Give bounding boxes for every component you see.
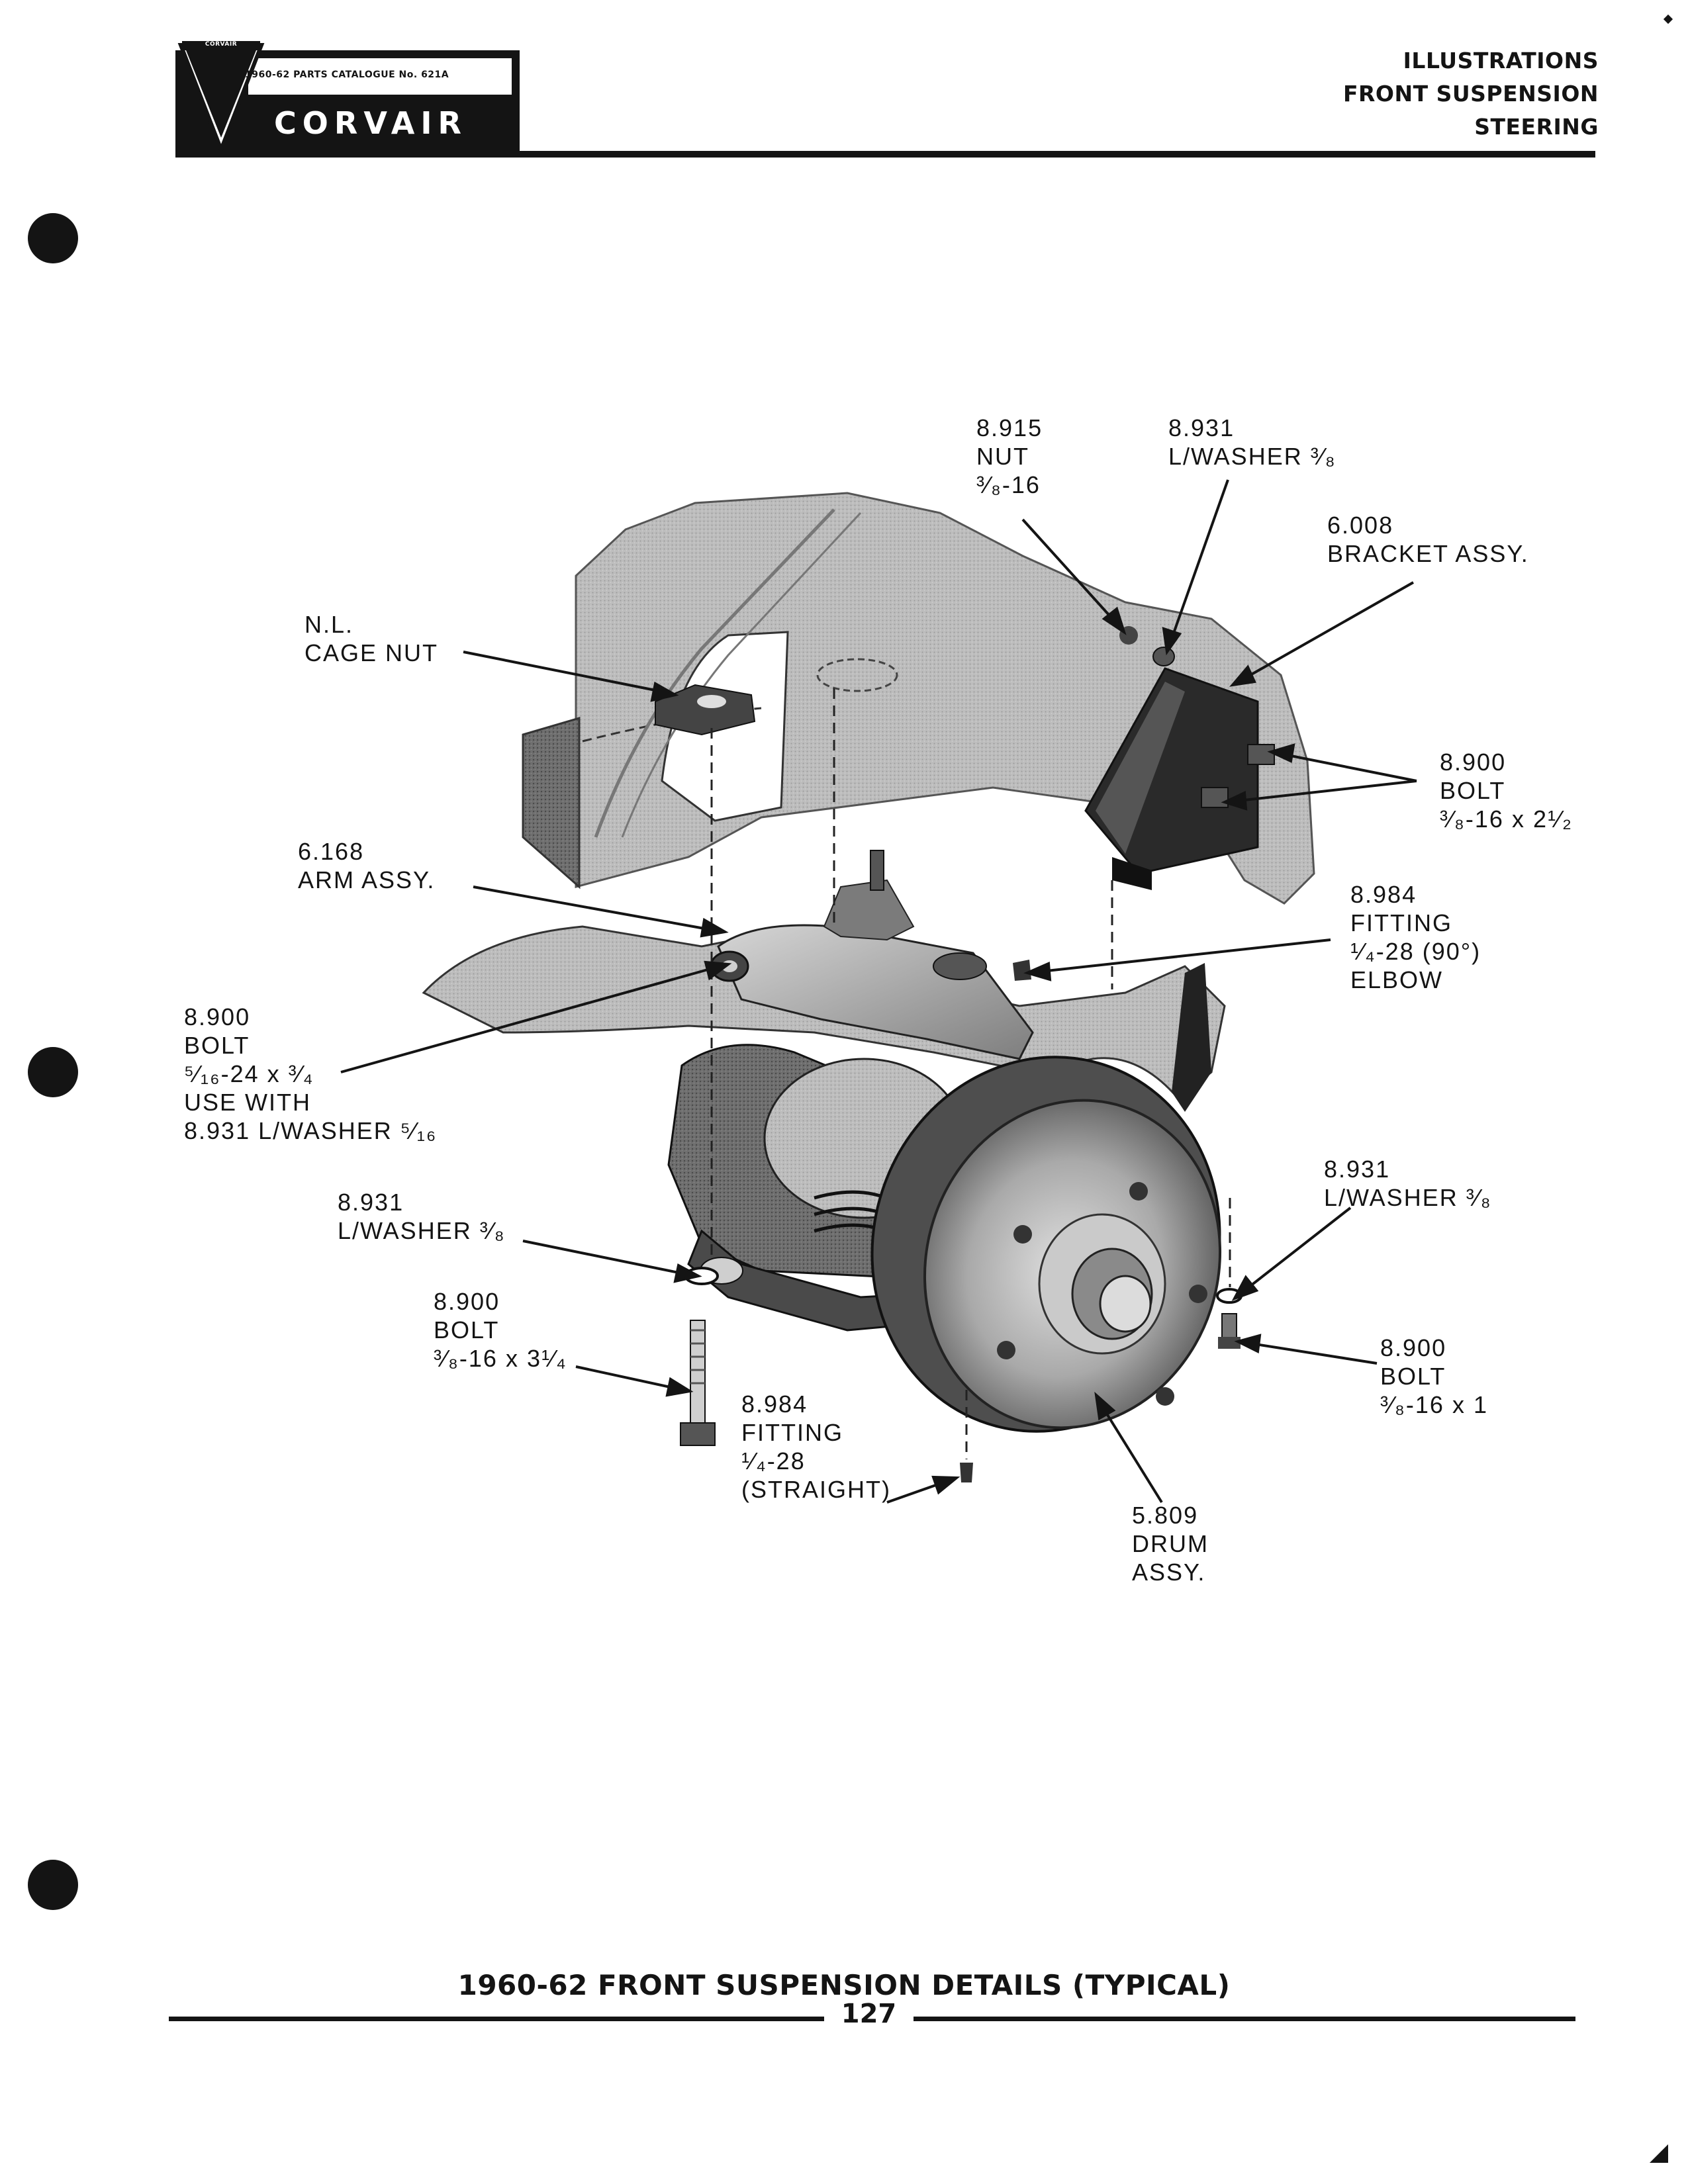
part-number: 6.008 xyxy=(1327,512,1394,539)
part-number: 8.900 xyxy=(1380,1334,1447,1361)
footer-rule-left xyxy=(169,2017,824,2021)
part-size: ³⁄₈-16 xyxy=(976,471,1041,498)
brand-name: CORVAIR xyxy=(274,105,467,141)
part-name: L/WASHER ³⁄₈ xyxy=(1324,1184,1492,1211)
footer-rule-right xyxy=(914,2017,1575,2021)
callout-washer-8931-top: 8.931 L/WASHER ³⁄₈ xyxy=(1168,414,1336,471)
callout-bracket-6008: 6.008 BRACKET ASSY. xyxy=(1327,511,1529,568)
part-note: 8.931 L/WASHER ⁵⁄₁₆ xyxy=(184,1117,438,1144)
part-number: 8.900 xyxy=(1440,749,1507,776)
callout-nut-8915: 8.915 NUT ³⁄₈-16 xyxy=(976,414,1043,499)
callout-bolt-8900-arm: 8.900 BOLT ⁵⁄₁₆-24 x ³⁄₄ USE WITH 8.931 … xyxy=(184,1003,437,1145)
upper-control-arm xyxy=(710,850,1034,1060)
part-name: BOLT xyxy=(1380,1363,1446,1390)
callout-arm-6168: 6.168 ARM ASSY. xyxy=(298,837,435,894)
binder-hole-bottom xyxy=(28,1860,78,1910)
section-steering: STEERING xyxy=(1474,114,1599,140)
callout-cage-nut: N.L. CAGE NUT xyxy=(305,610,438,667)
binder-hole-top xyxy=(28,213,78,263)
part-type: ELBOW xyxy=(1350,966,1444,993)
callout-fitting-8984-straight: 8.984 FITTING ¹⁄₄-28 (STRAIGHT) xyxy=(741,1390,891,1504)
section-front-suspension: FRONT SUSPENSION xyxy=(1342,81,1599,107)
part-name: NUT xyxy=(976,443,1029,470)
part-name: L/WASHER ³⁄₈ xyxy=(338,1217,506,1244)
part-number: 8.915 xyxy=(976,414,1043,441)
part-number: 8.984 xyxy=(741,1390,808,1418)
callout-bolt-8900-lower-arm: 8.900 BOLT ³⁄₈-16 x 3¹⁄₄ xyxy=(434,1287,567,1373)
part-size: ¹⁄₄-28 (90°) xyxy=(1350,938,1481,965)
center-lines xyxy=(710,688,1231,1459)
part-number: 5.809 xyxy=(1132,1502,1199,1529)
callout-fitting-8984-elbow: 8.984 FITTING ¹⁄₄-28 (90°) ELBOW xyxy=(1350,880,1481,994)
body-panel xyxy=(522,492,1315,905)
part-name: ARM ASSY. xyxy=(298,866,436,893)
part-number: 8.931 xyxy=(1324,1156,1391,1183)
part-size: ³⁄₈-16 x 1 xyxy=(1380,1391,1488,1418)
part-number: 8.931 xyxy=(1168,414,1235,441)
part-number: 6.168 xyxy=(298,838,365,865)
callout-bolt-8900-lower-right: 8.900 BOLT ³⁄₈-16 x 1 xyxy=(1380,1334,1488,1419)
part-name: BRACKET ASSY. xyxy=(1327,540,1529,567)
part-number: 8.984 xyxy=(1350,881,1417,908)
part-type: (STRAIGHT) xyxy=(741,1476,891,1503)
brake-drum xyxy=(870,1056,1222,1433)
part-note: USE WITH xyxy=(184,1089,311,1116)
part-name: L/WASHER ³⁄₈ xyxy=(1168,443,1336,470)
part-size: ³⁄₈-16 x 3¹⁄₄ xyxy=(434,1345,567,1372)
part-size: ³⁄₈-16 x 2¹⁄₂ xyxy=(1440,805,1573,833)
part-name: BOLT xyxy=(434,1316,500,1343)
part-number: 8.900 xyxy=(434,1288,500,1315)
part-number: N.L. xyxy=(305,611,354,638)
binder-hole-middle xyxy=(28,1047,78,1097)
header-rule xyxy=(175,151,1595,158)
corvair-logo xyxy=(175,41,520,151)
callout-washer-8931-left: 8.931 L/WASHER ³⁄₈ xyxy=(338,1188,506,1245)
part-name: FITTING xyxy=(741,1419,843,1446)
callout-drum-5809: 5.809 DRUM ASSY. xyxy=(1132,1501,1209,1586)
part-name: CAGE NUT xyxy=(305,639,439,666)
figure-caption: 1960-62 FRONT SUSPENSION DETAILS (TYPICA… xyxy=(457,1969,1231,2001)
part-name: BOLT xyxy=(184,1032,250,1059)
part-size: ⁵⁄₁₆-24 x ³⁄₄ xyxy=(184,1060,314,1087)
callout-washer-8931-right: 8.931 L/WASHER ³⁄₈ xyxy=(1324,1155,1492,1212)
logo-badge-text: CORVAIR xyxy=(205,41,238,48)
corner-mark-bottom xyxy=(1650,2144,1668,2163)
callout-bolt-8900-bracket: 8.900 BOLT ³⁄₈-16 x 2¹⁄₂ xyxy=(1440,748,1573,833)
catalogue-number: 1960-62 PARTS CATALOGUE No. 621A xyxy=(245,69,449,80)
leader-arrows xyxy=(340,479,1417,1504)
part-name: FITTING xyxy=(1350,909,1452,936)
section-illustrations: ILLUSTRATIONS xyxy=(1403,48,1599,73)
page-number: 127 xyxy=(841,1999,897,2029)
part-number: 8.900 xyxy=(184,1003,251,1030)
part-name: DRUM xyxy=(1132,1530,1209,1557)
part-type: ASSY. xyxy=(1132,1559,1206,1586)
part-number: 8.931 xyxy=(338,1189,404,1216)
part-size: ¹⁄₄-28 xyxy=(741,1447,806,1475)
part-name: BOLT xyxy=(1440,777,1506,804)
